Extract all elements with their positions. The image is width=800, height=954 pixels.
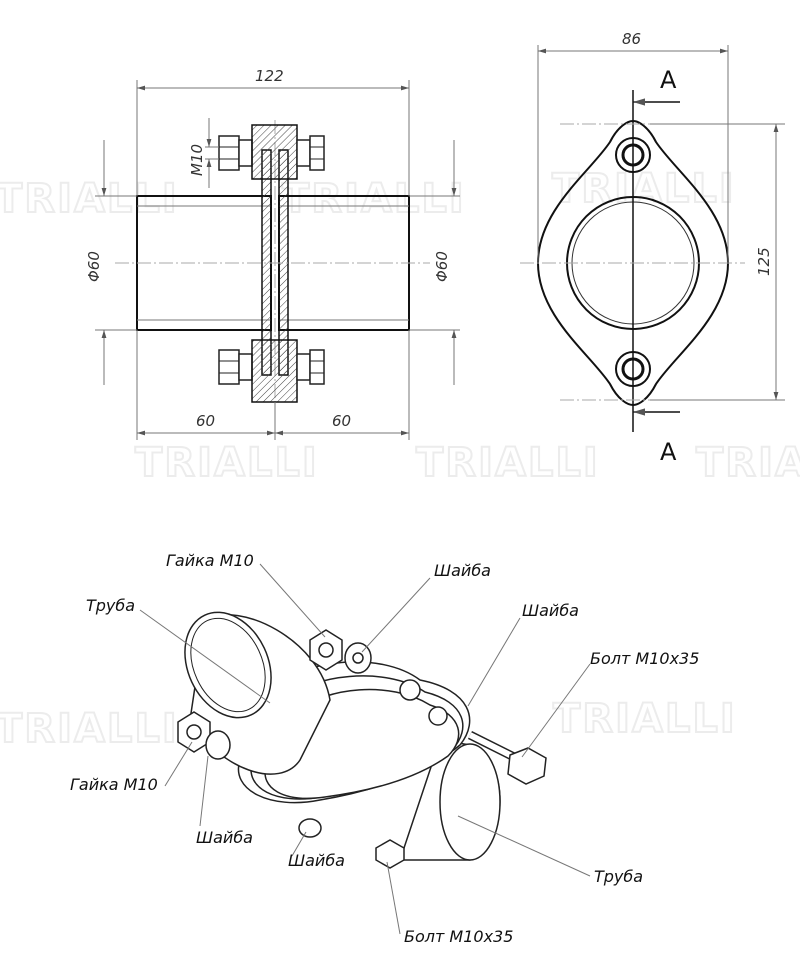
pipe-rear-end <box>439 743 501 861</box>
nut-icon <box>218 349 240 385</box>
washer-icon <box>296 139 311 167</box>
front-view: 122 M10 Φ60 Φ60 60 60 <box>85 67 460 440</box>
dim-height: 125 <box>755 247 773 276</box>
watermark: TRIALLI <box>282 176 466 222</box>
dim-right-length: 60 <box>332 412 351 430</box>
section-label-bottom: A <box>660 438 677 466</box>
watermark: TRIALLI <box>552 166 736 212</box>
bolt-section <box>251 339 298 403</box>
washer-icon <box>238 353 253 381</box>
bolt-assembly-bottom <box>218 339 325 403</box>
bolt-head-icon <box>309 135 325 171</box>
dim-diameter-right: Φ60 <box>433 251 451 282</box>
watermark: TRIALLI <box>0 706 179 752</box>
dim-bolt-size: M10 <box>188 144 206 176</box>
flange-view: A A 86 125 <box>520 30 785 466</box>
nut-icon <box>218 135 240 171</box>
dim-width: 86 <box>622 30 641 48</box>
label-washer-top-2: Шайба <box>522 601 579 620</box>
dim-total-length: 122 <box>255 67 284 85</box>
label-washer-bottom-1: Шайба <box>196 828 253 847</box>
washer-lower-icon <box>298 818 322 838</box>
label-bolt-bottom: Болт М10х35 <box>404 927 513 946</box>
label-bolt-top: Болт М10х35 <box>590 649 699 668</box>
watermark: TRIALLI <box>416 440 600 486</box>
dim-diameter-left: Φ60 <box>85 251 103 282</box>
washer-icon <box>296 353 311 381</box>
washer-bottom-icon <box>205 730 231 760</box>
watermark: TRIALLI <box>696 440 800 486</box>
label-pipe-top: Труба <box>86 596 135 615</box>
label-pipe-bottom: Труба <box>594 867 643 886</box>
watermark: TRIALLI <box>553 696 737 742</box>
section-label-top: A <box>660 66 677 94</box>
bolt-section <box>251 124 298 180</box>
bolt-lower-icon <box>375 839 405 869</box>
bolt-head-icon <box>507 747 547 785</box>
pipe-front-end <box>184 611 272 719</box>
bolt-assembly-top <box>218 124 325 180</box>
label-nut-bottom: Гайка М10 <box>70 775 158 794</box>
dim-left-length: 60 <box>196 412 215 430</box>
label-nut-top: Гайка М10 <box>166 551 254 570</box>
bolt-head-icon <box>309 349 325 385</box>
iso-view: Гайка М10 Шайба Шайба Болт М10х35 Труба … <box>70 551 699 946</box>
label-washer-top-1: Шайба <box>434 561 491 580</box>
label-washer-bottom-2: Шайба <box>288 851 345 870</box>
washer-icon <box>238 139 253 167</box>
watermark: TRIALLI <box>135 440 319 486</box>
watermark: TRIALLI <box>0 176 179 222</box>
